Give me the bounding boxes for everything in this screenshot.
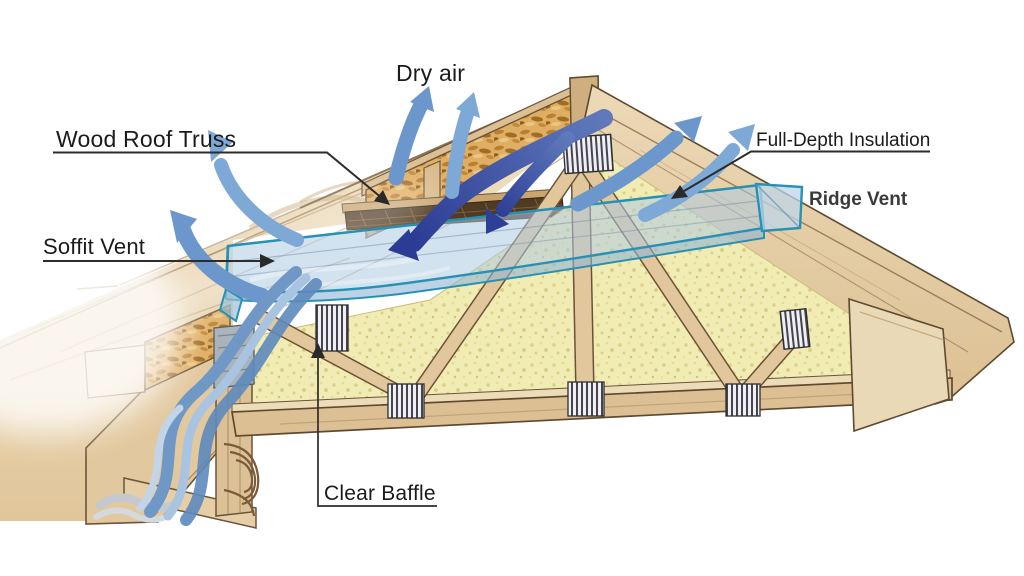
label-full-depth-insulation: Full-Depth Insulation <box>756 130 930 151</box>
leader-arrowhead-icon <box>260 254 275 268</box>
connector-plate <box>567 381 605 417</box>
baffle-intake-flap <box>218 287 244 323</box>
moist-air-arrowhead-icon <box>486 208 509 234</box>
fresh-air-arrows <box>170 86 755 304</box>
leader-arrowhead-icon <box>671 185 688 199</box>
leader-full-depth-insulation <box>671 150 930 199</box>
label-soffit-vent: Soffit Vent <box>43 234 145 259</box>
fresh-air-arrowhead-icon <box>456 92 480 118</box>
label-dry-air: Dry air <box>396 60 465 86</box>
highlight <box>0 215 185 435</box>
soffit-air-stream <box>136 404 184 512</box>
fresh-air-arrowhead-icon <box>208 130 233 162</box>
fresh-air-arrowhead-icon <box>728 124 755 151</box>
connector-plate <box>315 304 349 352</box>
connector-plate <box>387 383 425 419</box>
soffit-air-stream <box>180 278 322 526</box>
leader-clear-baffle <box>311 343 437 507</box>
soffit-air-stream <box>144 266 302 518</box>
fresh-air-arrowhead-icon <box>170 210 197 243</box>
ridge-exhaust-arrow-1 <box>570 130 684 212</box>
fresh-air-arrowhead-icon <box>410 86 434 112</box>
label-ridge-vent: Ridge Vent <box>809 189 908 210</box>
label-clear-baffle: Clear Baffle <box>324 482 436 505</box>
connector-plate <box>779 308 811 350</box>
leader-arrowhead-icon <box>374 190 390 205</box>
right-fascia <box>848 297 950 433</box>
attic-moist-air-arrows <box>388 109 613 261</box>
labels: Dry air Wood Roof Truss Soffit Vent Full… <box>43 60 930 505</box>
dry-air-exhaust-arrow-1 <box>388 95 430 186</box>
soffit-intake-arrow-2 <box>214 158 304 247</box>
leader-lines <box>43 150 930 507</box>
connector-plate <box>725 383 761 417</box>
attic-moist-air-arrow-2 <box>496 131 575 217</box>
dry-air-exhaust-arrow-2 <box>445 104 475 199</box>
fresh-air-arrowhead-icon <box>674 116 702 142</box>
leader-soffit-vent <box>43 254 275 268</box>
soffit-intake-arrow-1 <box>175 222 270 304</box>
soffit-air-stream <box>163 273 311 521</box>
leader-wood-roof-truss <box>53 151 390 205</box>
exterior-air-stream <box>93 507 171 523</box>
leader-arrowhead-icon <box>311 343 325 358</box>
moist-air-arrowhead-icon <box>388 229 419 261</box>
label-wood-roof-truss: Wood Roof Truss <box>56 126 236 152</box>
rolled-vent-scrolls <box>223 442 260 517</box>
soffit-airflow-streams <box>93 266 322 526</box>
